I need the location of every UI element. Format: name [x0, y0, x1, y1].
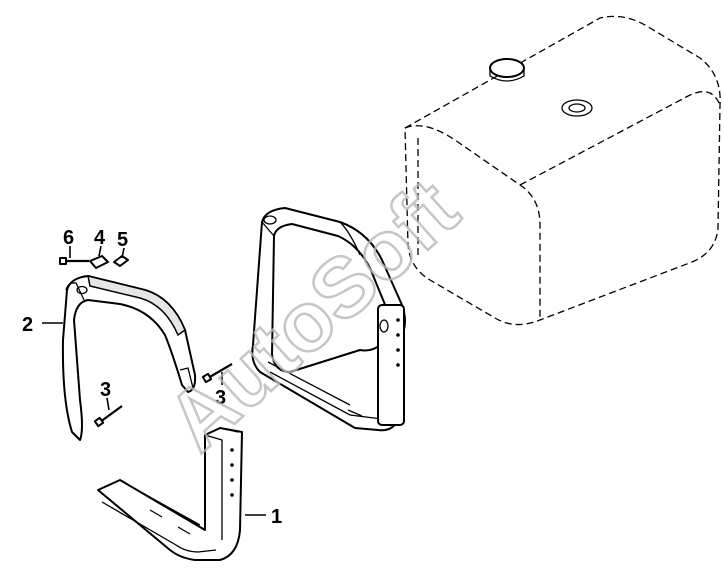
nut-part-5 [113, 255, 129, 267]
leader-4 [98, 245, 102, 257]
callout-2: 2 [22, 314, 33, 336]
callout-4: 4 [94, 227, 106, 249]
leader-5 [121, 247, 125, 259]
callout-3-right: 3 [215, 387, 226, 409]
callout-1: 1 [271, 506, 282, 528]
callout-5: 5 [117, 229, 128, 251]
l-bracket-part-1 [97, 427, 243, 561]
assembled-bracket [251, 207, 406, 432]
fuel-tank [404, 15, 721, 326]
leader-3a [106, 397, 110, 411]
callout-3-left: 3 [100, 379, 111, 401]
bolt-part-6 [59, 257, 89, 265]
washer-part-4 [89, 255, 109, 269]
bolt-part-3-right [201, 363, 233, 384]
callout-6: 6 [63, 227, 74, 249]
strap-part-2 [61, 274, 197, 441]
watermark-logo: AutoSoft [149, 161, 475, 468]
bolt-part-3-left [93, 405, 123, 428]
